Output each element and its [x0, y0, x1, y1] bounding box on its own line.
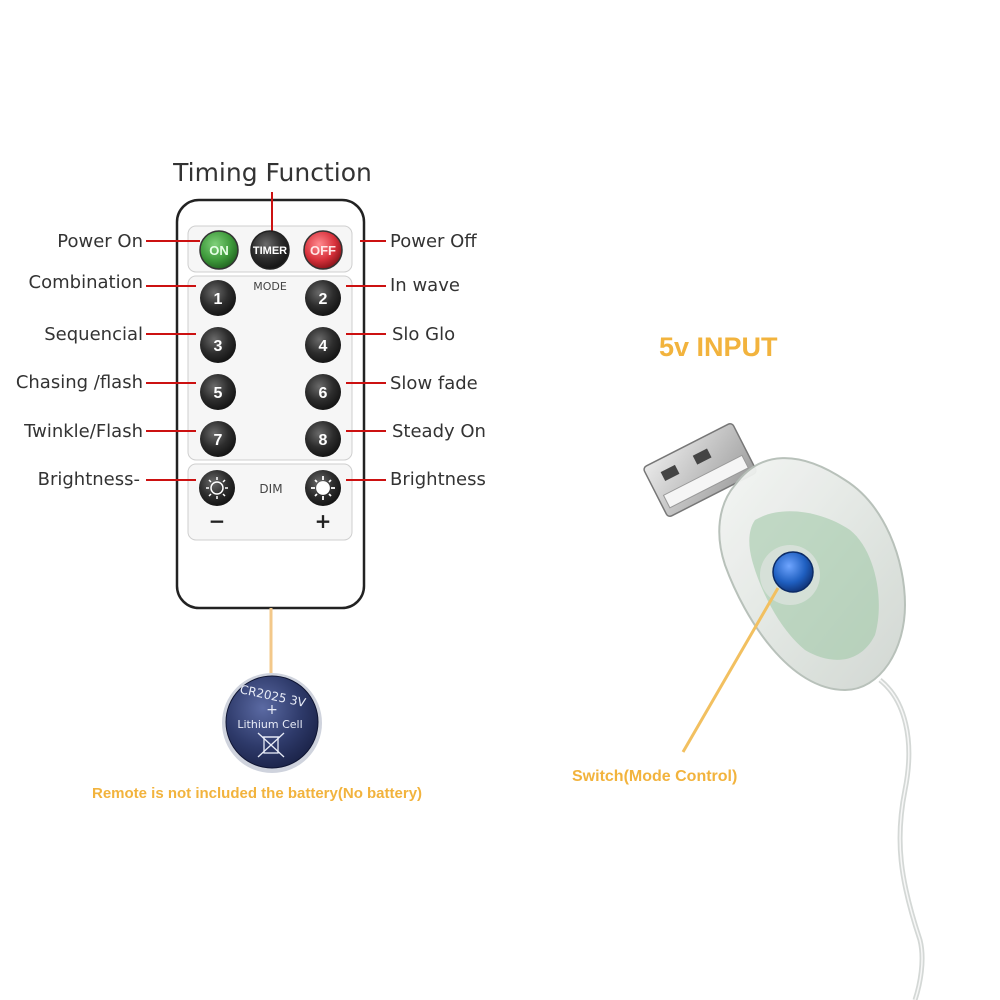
label-slo-glo: Slo Glo [392, 324, 456, 345]
label-chasing-flash: Chasing /flash [15, 372, 143, 393]
on-button-label: ON [209, 243, 229, 258]
mode-button-6[interactable]: 6 [305, 374, 341, 410]
mode-button-1[interactable]: 1 [200, 280, 236, 316]
label-steady-on: Steady On [392, 421, 486, 442]
mode-button-8-label: 8 [319, 432, 328, 449]
plus-symbol: + [315, 509, 332, 533]
off-button-label: OFF [310, 243, 336, 258]
off-button[interactable]: OFF [303, 230, 343, 270]
battery-plus-text: + [266, 702, 278, 718]
brightness-up-button[interactable] [305, 470, 341, 506]
label-slow-fade: Slow fade [390, 373, 478, 394]
usb-controller [643, 422, 925, 1000]
mode-button-2-label: 2 [319, 291, 328, 308]
timer-button[interactable]: TIMER [250, 230, 290, 270]
mode-label: MODE [253, 280, 287, 293]
dim-label: DIM [259, 482, 282, 496]
usb-plug [643, 422, 757, 518]
on-button[interactable]: ON [199, 230, 239, 270]
timing-function-title: Timing Function [173, 158, 372, 187]
minus-symbol: − [209, 509, 226, 533]
mode-button-5[interactable]: 5 [200, 374, 236, 410]
switch-pointer-line [681, 587, 780, 753]
mode-button-7[interactable]: 7 [200, 421, 236, 457]
sun-filled-icon [311, 476, 335, 500]
label-combination: Combination [28, 272, 143, 293]
timer-button-label: TIMER [253, 245, 287, 257]
mode-button-5-label: 5 [214, 385, 223, 402]
crossed-bin-icon [257, 732, 285, 758]
mode-button-4-label: 4 [319, 338, 328, 355]
label-brightness-minus: Brightness- [37, 469, 140, 490]
switch-label: Switch(Mode Control) [572, 768, 738, 785]
mode-button-6-label: 6 [319, 385, 328, 402]
label-brightness-plus: Brightness [390, 469, 486, 490]
leader-lines [146, 192, 386, 481]
mode-button-1-label: 1 [214, 291, 223, 308]
label-sequencial: Sequencial [44, 324, 143, 345]
label-power-on: Power On [57, 231, 143, 252]
mode-button-3[interactable]: 3 [200, 327, 236, 363]
mode-button-2[interactable]: 2 [305, 280, 341, 316]
label-power-off: Power Off [390, 231, 477, 252]
brightness-down-button[interactable] [199, 470, 235, 506]
mode-switch-button[interactable] [772, 551, 814, 593]
mode-button-8[interactable]: 8 [305, 421, 341, 457]
label-twinkle-flash: Twinkle/Flash [24, 421, 143, 442]
sun-outline-icon [206, 477, 228, 499]
battery-note: Remote is not included the battery(No ba… [92, 785, 423, 802]
battery-type-text: Lithium Cell [237, 718, 302, 731]
input-label: 5v INPUT [659, 332, 778, 362]
mode-button-4[interactable]: 4 [305, 327, 341, 363]
battery-coin: CR2025 3V + Lithium Cell [222, 673, 322, 773]
label-in-wave: In wave [390, 275, 460, 296]
mode-button-7-label: 7 [214, 432, 223, 449]
mode-button-3-label: 3 [214, 338, 223, 355]
